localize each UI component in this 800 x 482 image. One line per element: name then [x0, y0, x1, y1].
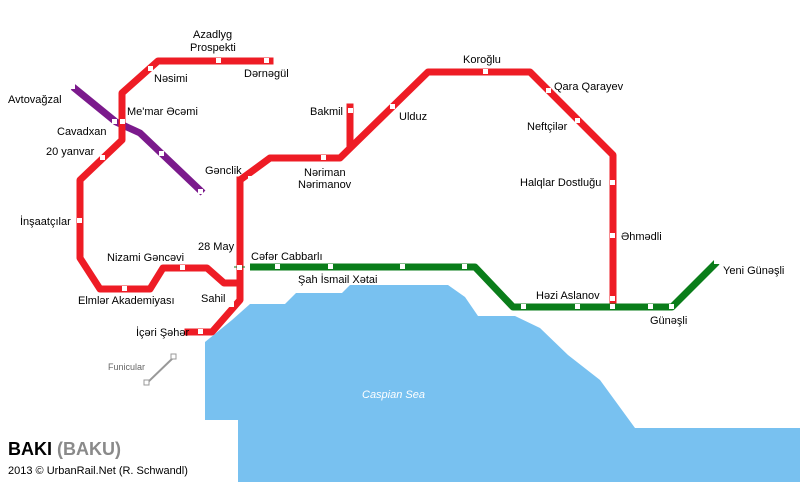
station-marker — [198, 189, 203, 194]
station-label-azadlyg: Azadlyg — [193, 29, 232, 41]
station-marker — [120, 119, 125, 124]
station-marker — [483, 69, 488, 74]
station-marker — [610, 233, 615, 238]
station-marker — [575, 304, 580, 309]
station-label-dernegul: Dərnəgül — [244, 68, 289, 80]
station-label-sahil: Sahil — [201, 293, 225, 305]
station-marker — [148, 66, 153, 71]
station-marker — [77, 218, 82, 223]
station-label-28-may: 28 May — [198, 241, 235, 253]
station-label-halqlar: Halqlar Dostluğu — [520, 177, 601, 189]
station-marker — [180, 265, 185, 270]
station-marker — [198, 329, 203, 334]
station-label-20-yanvar: 20 yanvar — [46, 146, 95, 158]
title-main: BAKI — [8, 439, 52, 459]
station-marker — [245, 265, 250, 270]
map-title: BAKI(BAKU) — [8, 439, 121, 459]
station-marker — [610, 304, 615, 309]
station-label-elmler: Elmlər Akademiyası — [78, 295, 175, 307]
station-label-neftciler: Neftçilər — [527, 121, 568, 133]
station-marker — [112, 119, 117, 124]
station-marker — [462, 264, 467, 269]
station-label-cefer-cabbarli: Cəfər Cabbarlı — [251, 251, 323, 263]
station-label-qara-qarayev: Qara Qarayev — [554, 81, 624, 93]
station-marker — [610, 296, 615, 301]
station-marker — [521, 304, 526, 309]
station-label-neriman: Nərimanov — [298, 179, 352, 191]
purple-line — [70, 84, 206, 196]
station-marker — [400, 264, 405, 269]
station-marker — [610, 180, 615, 185]
station-marker — [321, 155, 326, 160]
station-label-nesimi: Nəsimi — [154, 73, 188, 85]
station-marker — [275, 264, 280, 269]
station-label-hezi-aslanov: Həzi Aslanov — [536, 290, 600, 302]
station-label-cavadxan: Cavadxan — [57, 126, 107, 138]
funicular-stop-upper — [170, 353, 177, 360]
station-label-yeni-gunesli: Yeni Günəşli — [723, 265, 784, 277]
station-label-bakmil: Bakmil — [310, 106, 343, 118]
station-marker — [390, 104, 395, 109]
station-label-sah-ismail: Şah İsmail Xətai — [298, 273, 377, 286]
station-label-avtovagzal: Avtovağzal — [8, 94, 62, 106]
station-marker — [216, 58, 221, 63]
red-line-main — [236, 68, 617, 311]
station-marker — [348, 108, 353, 113]
station-label-gunesli: Günəşli — [650, 315, 687, 327]
station-label-iceri-seher: İçəri Şəhər — [136, 326, 190, 339]
station-marker — [264, 58, 269, 63]
station-label-insaatcilar: İnşaatçılar — [20, 215, 71, 228]
station-marker — [714, 259, 719, 264]
station-label-neriman: Nəriman — [304, 167, 346, 179]
station-label-azadlyg: Prospekti — [190, 42, 236, 54]
station-label-memar-ecemi: Me'mar Əcəmi — [127, 106, 198, 118]
station-label-ulduz: Ulduz — [399, 111, 427, 123]
station-marker — [248, 176, 253, 181]
station-label-genclik: Gənclik — [205, 165, 242, 177]
funicular-line — [146, 356, 175, 384]
station-marker — [669, 304, 674, 309]
station-marker — [575, 118, 580, 123]
funicular-stop-lower — [143, 379, 150, 386]
credit-text: 2013 © UrbanRail.Net (R. Schwandl) — [8, 465, 188, 477]
station-marker — [70, 84, 75, 89]
funicular-label: Funicular — [108, 362, 145, 372]
red-line-south — [184, 176, 244, 336]
caspian-sea — [160, 285, 800, 482]
station-label-ehmedli: Əhmədli — [621, 231, 662, 243]
station-marker — [237, 265, 242, 270]
station-marker — [100, 155, 105, 160]
station-marker — [546, 88, 551, 93]
red-line-west — [76, 57, 274, 293]
station-marker — [159, 151, 164, 156]
title-sub: (BAKU) — [57, 439, 121, 459]
station-marker — [648, 304, 653, 309]
station-label-koroglu: Koroğlu — [463, 54, 501, 66]
station-marker — [229, 302, 234, 307]
station-marker — [328, 264, 333, 269]
station-label-nizami: Nizami Gəncəvi — [107, 252, 184, 264]
sea-label: Caspian Sea — [362, 389, 425, 401]
station-marker — [122, 286, 127, 291]
